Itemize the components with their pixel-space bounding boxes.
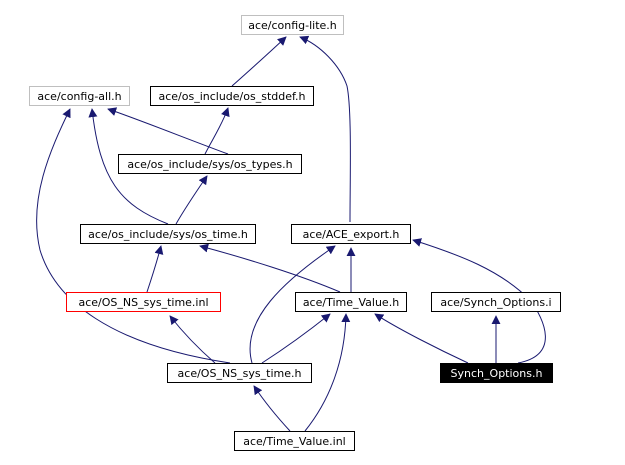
edge-os_time-to-config_all <box>88 108 169 225</box>
edge-os_types-to-os_stddef <box>204 107 230 155</box>
edge-config_all-to-config_lite <box>300 37 351 223</box>
edge-os_ns_sys_time-to-time_value <box>261 313 331 364</box>
node-time-value[interactable]: ace/Time_Value.h <box>295 292 407 312</box>
node-os-ns-sys-time-inl[interactable]: ace/OS_NS_sys_time.inl <box>66 292 221 312</box>
edge-synch_options-to-time_value <box>374 313 469 364</box>
node-os-stddef[interactable]: ace/os_include/os_stddef.h <box>150 86 314 106</box>
node-time-value-inl[interactable]: ace/Time_Value.inl <box>234 431 355 451</box>
node-os-time[interactable]: ace/os_include/sys/os_time.h <box>80 224 256 244</box>
node-config-lite[interactable]: ace/config-lite.h <box>241 15 344 35</box>
edge-time_value_inl-to-os_ns_sys_time <box>253 385 291 432</box>
edge-time_value_inl-to-time_value <box>304 313 351 432</box>
edge-os_ns_sys_time_inl-to-os_time <box>146 245 164 293</box>
edge-os_stddef-to-config_lite <box>231 36 287 87</box>
edge-os_ns_sys_time-to-config_all <box>36 108 231 364</box>
edge-time_value-to-os_time <box>199 243 341 293</box>
node-synch-options-i[interactable]: ace/Synch_Options.i <box>431 292 561 312</box>
node-config-all[interactable]: ace/config-all.h <box>29 86 130 106</box>
node-os-ns-sys-time[interactable]: ace/OS_NS_sys_time.h <box>167 363 312 383</box>
node-synch-options[interactable]: Synch_Options.h <box>440 363 553 383</box>
node-os-types[interactable]: ace/os_include/sys/os_types.h <box>118 154 302 174</box>
node-ace-export[interactable]: ace/ACE_export.h <box>291 224 411 244</box>
edge-os_types-to-config_all <box>107 107 229 155</box>
edge-os_time-to-os_types <box>175 175 208 225</box>
edge-os_ns_sys_time-to-ace_export <box>249 245 336 364</box>
